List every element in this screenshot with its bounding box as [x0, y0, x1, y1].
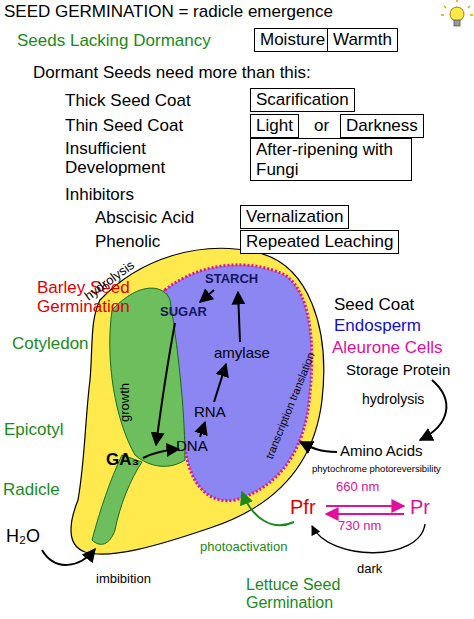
- annotation-label: H₂O: [6, 526, 40, 547]
- annotation-label: photoactivation: [200, 540, 287, 555]
- annotation-label: Aleurone Cells: [332, 338, 443, 358]
- annotation-label: Inhibitors: [65, 185, 134, 205]
- annotation-label: Insufficient Development: [65, 140, 177, 177]
- condition-box: Repeated Leaching: [240, 230, 399, 254]
- condition-box: Light: [250, 114, 299, 138]
- annotation-label: Dormant Seeds need more than this:: [33, 63, 311, 83]
- annotation-label: Radicle: [3, 480, 60, 500]
- condition-box: Darkness: [340, 114, 424, 138]
- annotation-label: Phenolic: [95, 232, 160, 252]
- condition-box: After-ripening with Fungi: [250, 138, 412, 181]
- box-text: Repeated Leaching: [246, 232, 393, 252]
- phytochrome-arrows: [326, 506, 404, 514]
- box-text: After-ripening with Fungi: [256, 140, 406, 179]
- annotation-label: Pfr: [290, 496, 316, 519]
- lightbulb-icon: [441, 0, 473, 26]
- annotation-label: amylase: [214, 344, 270, 361]
- annotation-label: STARCH: [205, 272, 258, 287]
- condition-box: Vernalization: [240, 205, 349, 229]
- annotation-label: Amino Acids: [340, 442, 423, 459]
- box-text: Warmth: [333, 30, 392, 50]
- annotation-label: RNA: [194, 403, 226, 420]
- annotation-label: phytochrome photoreversibility: [312, 464, 441, 475]
- photoactivation-arrow: [242, 492, 294, 525]
- annotation-label: DNA: [176, 437, 208, 454]
- endosperm-shape: [165, 265, 312, 501]
- annotation-label: Lettuce Seed Germination: [246, 576, 356, 611]
- annotation-label: imbibition: [96, 572, 151, 587]
- annotation-label: Thin Seed Coat: [65, 116, 183, 136]
- diagram-title: SEED GERMINATION = radicle emergence: [4, 2, 333, 22]
- annotation-label: growth: [118, 383, 133, 422]
- box-text: Darkness: [346, 116, 418, 136]
- annotation-label: Abscisic Acid: [95, 208, 194, 228]
- annotation-label: Seed Coat: [334, 295, 414, 315]
- annotation-label: or: [314, 116, 329, 136]
- annotation-label: SUGAR: [160, 305, 207, 320]
- box-text: Moisture: [260, 30, 325, 50]
- annotation-label: GA₃: [106, 450, 139, 470]
- annotation-label: Thick Seed Coat: [65, 91, 191, 111]
- condition-box: Scarification: [250, 88, 355, 112]
- annotation-label: dark: [357, 562, 382, 577]
- annotation-label: Pr: [410, 496, 430, 519]
- annotation-label: Endosperm: [334, 316, 421, 336]
- condition-box: Moisture: [254, 28, 331, 52]
- annotation-label: hydrolysis: [362, 391, 424, 407]
- annotation-label: 660 nm: [336, 480, 379, 495]
- box-text: Scarification: [256, 90, 349, 110]
- box-text: Vernalization: [246, 207, 343, 227]
- annotation-label: 730 nm: [338, 519, 381, 534]
- annotation-label: Epicotyl: [4, 420, 64, 440]
- annotation-label: Seeds Lacking Dormancy: [17, 31, 211, 51]
- annotation-label: Cotyledon: [12, 334, 89, 354]
- condition-box: Warmth: [327, 28, 398, 52]
- annotation-label: Storage Protein: [346, 361, 450, 378]
- box-text: Light: [256, 116, 293, 136]
- process-arrows: [42, 290, 446, 565]
